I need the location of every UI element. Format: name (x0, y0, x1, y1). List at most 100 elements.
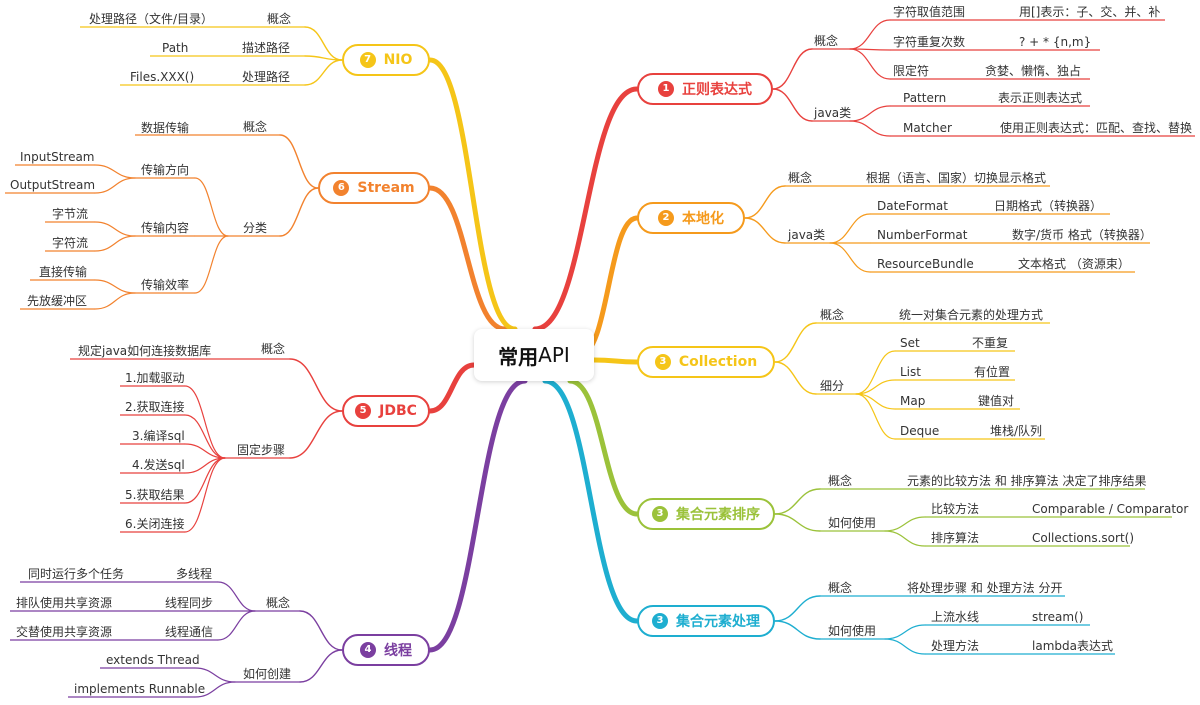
node-locale-concept-desc[interactable]: 根据（语言、国家）切换显示格式 (866, 171, 1047, 185)
node-sort-algo-desc[interactable]: Collections.sort() (1032, 531, 1135, 545)
node-thread-comm-desc[interactable]: 交替使用共享资源 (16, 625, 113, 639)
branch-label: Collection (678, 354, 758, 370)
node-jdbc-steps[interactable]: 固定步骤 (237, 443, 286, 457)
node-sort-algo[interactable]: 排序算法 (931, 531, 980, 545)
node-regex-pattern[interactable]: Pattern (903, 91, 947, 105)
node-thread-comm[interactable]: 线程通信 (165, 625, 214, 639)
node-stream-output[interactable]: OutputStream (10, 178, 96, 192)
branch-label: Stream (357, 180, 415, 196)
node-thread-sync[interactable]: 线程同步 (165, 596, 214, 610)
branch-label: 线程 (384, 643, 412, 659)
connector (849, 120, 891, 137)
node-locale-resourcebundle[interactable]: ResourceBundle (877, 257, 974, 271)
node-collection-set[interactable]: Set (900, 336, 920, 350)
node-stream-content[interactable]: 传输内容 (141, 221, 190, 235)
node-stream-buffer[interactable]: 先放缓冲区 (27, 294, 88, 308)
node-collection-set-desc[interactable]: 不重复 (972, 336, 1009, 350)
node-sort-concept-desc[interactable]: 元素的比较方法 和 排序算法 决定了排序结果 (907, 474, 1147, 488)
node-regex-pattern-desc[interactable]: 表示正则表达式 (998, 91, 1083, 105)
node-stream-direct[interactable]: 直接传输 (39, 265, 88, 279)
node-stream-input[interactable]: InputStream (20, 150, 95, 164)
node-sort-compare[interactable]: 比较方法 (931, 502, 980, 516)
node-thread-extends[interactable]: extends Thread (106, 653, 200, 667)
node-thread-create[interactable]: 如何创建 (243, 667, 292, 681)
node-stream-category[interactable]: 分类 (243, 221, 268, 235)
node-streamproc-how[interactable]: 如何使用 (828, 624, 877, 638)
node-regex-repeat[interactable]: 字符重复次数 (893, 35, 966, 49)
node-nio-path[interactable]: Path (162, 41, 189, 55)
node-collection-map-desc[interactable]: 键值对 (978, 394, 1015, 408)
node-jdbc-concept-desc[interactable]: 规定java如何连接数据库 (78, 344, 212, 358)
node-jdbc-step4[interactable]: 4.发送sql (132, 458, 185, 472)
node-collection-map[interactable]: Map (900, 394, 926, 408)
node-regex-limit[interactable]: 限定符 (893, 64, 930, 78)
node-nio-concept[interactable]: 概念 (267, 12, 292, 26)
node-regex-limit-desc[interactable]: 贪婪、懒惰、独占 (985, 64, 1082, 78)
node-collection-deque[interactable]: Deque (900, 424, 940, 438)
node-regex-concept[interactable]: 概念 (814, 34, 839, 48)
node-streamproc-upstream-desc[interactable]: stream() (1032, 610, 1084, 624)
node-streamproc-concept-desc[interactable]: 将处理步骤 和 处理方法 分开 (907, 581, 1063, 595)
node-regex-range-desc[interactable]: 用[]表示：子、交、并、补 (1019, 5, 1161, 19)
node-streamproc-method[interactable]: 处理方法 (931, 639, 980, 653)
node-streamproc-upstream[interactable]: 上流水线 (931, 610, 980, 624)
node-stream-concept[interactable]: 概念 (243, 120, 268, 134)
node-nio-files-desc[interactable]: 处理路径 (242, 70, 291, 84)
node-sort-compare-desc[interactable]: Comparable / Comparator (1032, 502, 1189, 516)
node-jdbc-step2[interactable]: 2.获取连接 (125, 400, 185, 414)
node-stream-concept-desc[interactable]: 数据传输 (141, 121, 190, 135)
node-stream-byte[interactable]: 字节流 (52, 207, 89, 221)
node-jdbc-concept[interactable]: 概念 (261, 342, 286, 356)
node-stream-direction[interactable]: 传输方向 (141, 163, 190, 177)
node-streamproc-concept[interactable]: 概念 (828, 581, 853, 595)
node-sort-concept[interactable]: 概念 (828, 474, 853, 488)
node-regex-matcher[interactable]: Matcher (903, 121, 952, 135)
node-jdbc-step5[interactable]: 5.获取结果 (125, 488, 185, 502)
node-jdbc-step1[interactable]: 1.加载驱动 (125, 371, 185, 385)
node-thread-multi[interactable]: 多线程 (176, 567, 213, 581)
node-jdbc-step3[interactable]: 3.编译sql (132, 429, 185, 443)
node-regex-matcher-desc[interactable]: 使用正则表达式：匹配、查找、替换 (1000, 121, 1193, 135)
node-locale-dateformat[interactable]: DateFormat (877, 199, 948, 213)
node-thread-concept[interactable]: 概念 (266, 596, 291, 610)
node-collection-concept-desc[interactable]: 统一对集合元素的处理方式 (899, 308, 1044, 322)
node-collection-list-desc[interactable]: 有位置 (974, 365, 1011, 379)
node-locale-resourcebundle-desc[interactable]: 文本格式 （资源束） (1018, 257, 1130, 271)
node-locale-concept[interactable]: 概念 (788, 171, 813, 185)
node-nio-path-desc[interactable]: 描述路径 (242, 41, 291, 55)
node-jdbc-step6[interactable]: 6.关闭连接 (125, 517, 185, 531)
connector (829, 242, 871, 273)
node-stream-efficiency[interactable]: 传输效率 (141, 278, 190, 292)
node-sort-how[interactable]: 如何使用 (828, 516, 877, 530)
node-regex-range[interactable]: 字符取值范围 (893, 5, 966, 19)
node-thread-implements[interactable]: implements Runnable (74, 682, 206, 696)
node-stream-char[interactable]: 字符流 (52, 236, 89, 250)
node-thread-sync-desc[interactable]: 排队使用共享资源 (16, 596, 113, 610)
node-regex-java[interactable]: java类 (814, 106, 852, 120)
node-collection-list[interactable]: List (900, 365, 921, 379)
node-collection-concept[interactable]: 概念 (820, 308, 845, 322)
node-collection-deque-desc[interactable]: 堆栈/队列 (990, 424, 1043, 438)
node-streamproc-method-desc[interactable]: lambda表达式 (1032, 639, 1113, 653)
node-locale-java[interactable]: java类 (788, 228, 826, 242)
node-locale-numberformat[interactable]: NumberFormat (877, 228, 968, 242)
node-collection-detail[interactable]: 细分 (820, 379, 845, 393)
node-thread-multi-desc[interactable]: 同时运行多个任务 (28, 567, 125, 581)
node-locale-numberformat-desc[interactable]: 数字/货币 格式（转换器） (1012, 228, 1152, 242)
node-nio-files[interactable]: Files.XXX() (130, 70, 195, 84)
node-regex-repeat-desc[interactable]: ? + * {n,m} (1019, 35, 1092, 49)
node-locale-dateformat-desc[interactable]: 日期格式（转换器） (994, 199, 1103, 213)
node-nio-concept-desc[interactable]: 处理路径（文件/目录） (89, 12, 214, 26)
connector (849, 19, 891, 50)
